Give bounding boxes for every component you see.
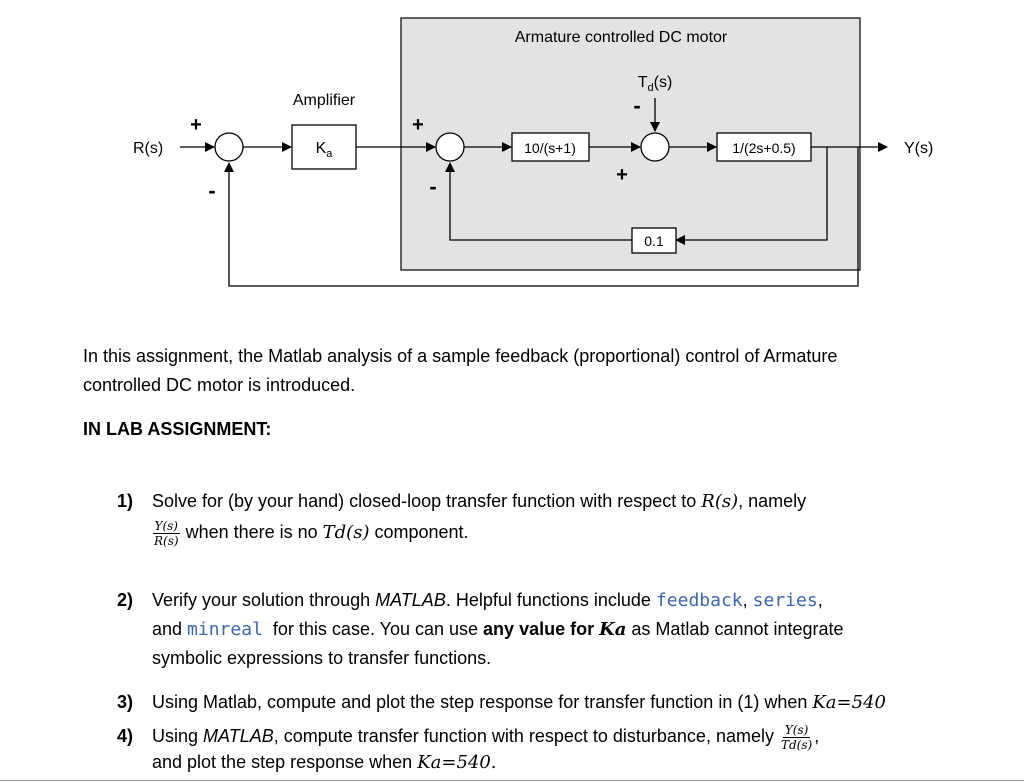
summing-junction-3 — [640, 132, 670, 162]
item-3-number: 3) — [117, 692, 134, 712]
item-2-number: 2) — [117, 590, 134, 610]
sum3-plus-sign: + — [616, 164, 628, 186]
outer-feedback-path — [224, 147, 859, 287]
sum2-plus-sign: + — [412, 114, 424, 136]
forward-block — [511, 132, 590, 162]
summing-junction-2 — [435, 132, 465, 162]
amplifier-gain-block — [291, 124, 357, 170]
summing-junction-1 — [214, 132, 244, 162]
input-label: R(s) — [133, 140, 163, 157]
td-variable: Td(s) — [322, 522, 370, 543]
code-feedback: feedback — [655, 590, 743, 611]
disturbance-minus-sign: - — [633, 93, 640, 118]
intro-paragraph: In this assignment, the Matlab analysis … — [83, 342, 983, 400]
code-minreal: minreal — [187, 619, 263, 640]
motor-title: Armature controlled DC motor — [515, 29, 728, 46]
disturbance-label: Td(s) — [638, 74, 673, 94]
item-1-number: 1) — [117, 491, 134, 511]
gain-label: Ka — [316, 140, 334, 160]
feedback-block-label: 0.1 — [644, 233, 664, 249]
code-series: series — [752, 590, 818, 611]
assignment-item-3: 3) Using Matlab, compute and plot the st… — [117, 688, 997, 718]
r-variable: R(s) — [701, 491, 739, 512]
assignment-item-2: 2) Verify your solution through MATLAB. … — [117, 586, 997, 676]
lab-heading: IN LAB ASSIGNMENT: — [83, 419, 272, 439]
output-label: Y(s) — [904, 140, 933, 157]
inner-feedback-return — [445, 162, 632, 241]
page-bottom-rule — [0, 780, 1024, 781]
inner-feedback-path — [675, 147, 828, 245]
block-diagram: Armature controlled DC motor Amplifier R… — [133, 17, 933, 287]
sum1-minus-sign: - — [208, 178, 215, 203]
intro-line-1: In this assignment, the Matlab analysis … — [83, 346, 838, 366]
sum2-minus-sign: - — [429, 174, 436, 199]
feedback-block — [631, 227, 677, 254]
sum1-plus-sign: + — [190, 114, 202, 136]
disturbance-fraction: Y(s)Td(s) — [780, 722, 813, 752]
assignment-item-1: 1) Solve for (by your hand) closed-loop … — [117, 487, 997, 557]
plant-block — [716, 132, 812, 162]
item-4-number: 4) — [117, 726, 134, 746]
plant-block-label: 1/(2s+0.5) — [732, 140, 795, 156]
assignment-item-4: 4) Using MATLAB, compute transfer functi… — [117, 722, 820, 773]
forward-block-label: 10/(s+1) — [524, 140, 576, 156]
amplifier-label: Amplifier — [293, 92, 356, 109]
closed-loop-fraction: Y(s)R(s) — [152, 518, 180, 548]
intro-line-2: controlled DC motor is introduced. — [83, 375, 356, 395]
